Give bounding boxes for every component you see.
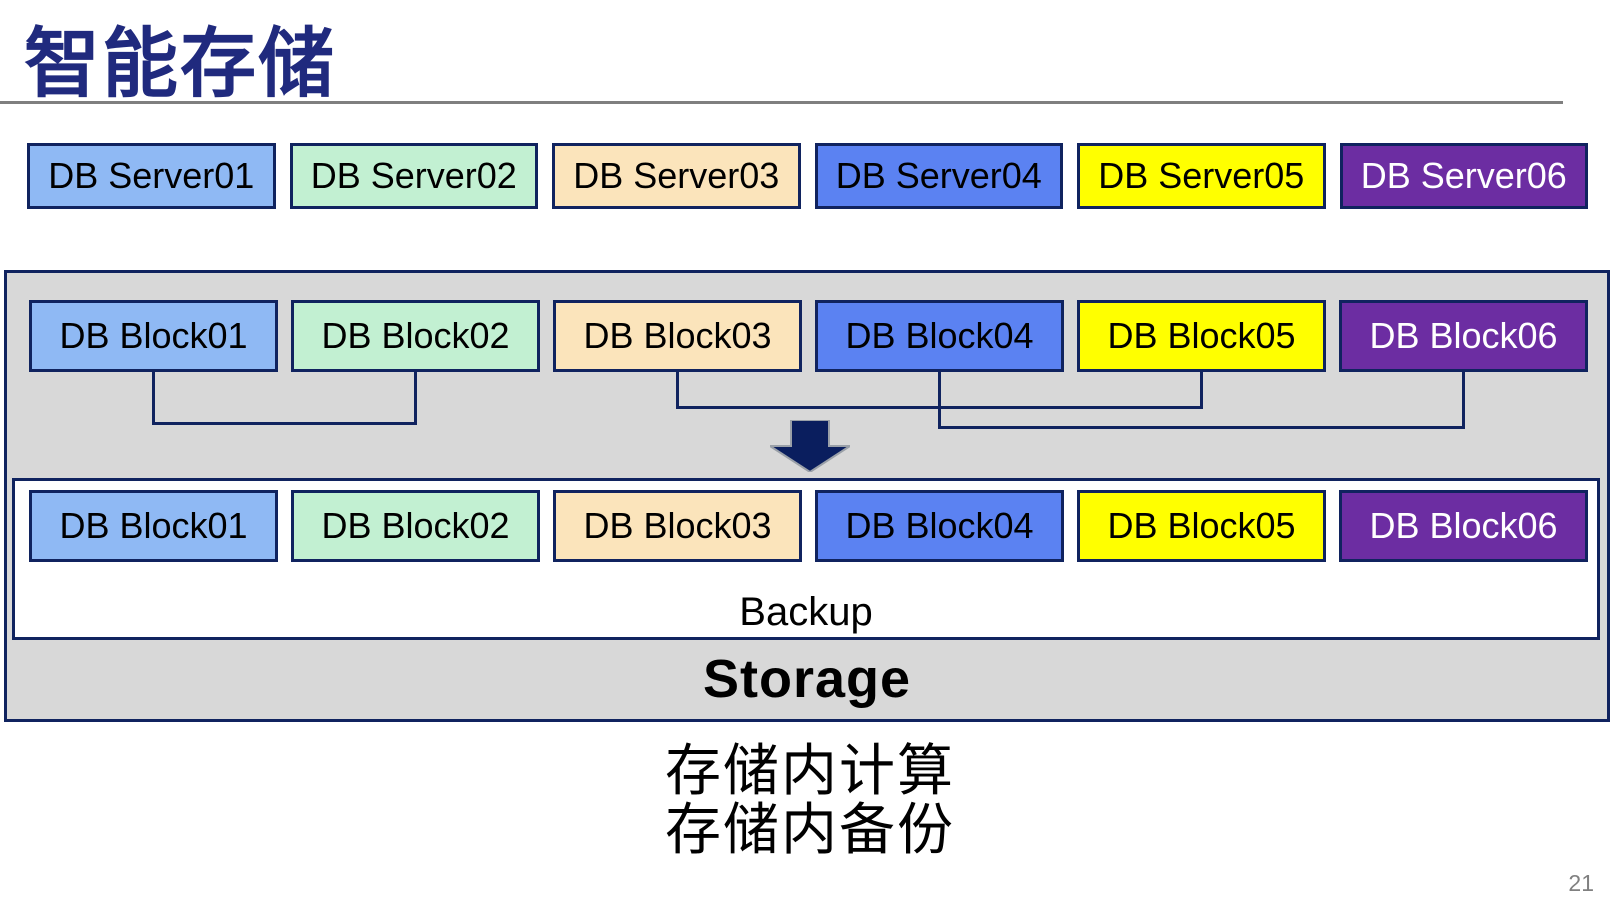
db-block-box: DB Block04 [815,300,1064,372]
caption-line-backup: 存储内备份 [665,797,955,861]
caption-block: 存储内计算 存储内备份 [0,739,1620,861]
block-arrow-down-icon [766,419,854,474]
db-server-box: DB Server05 [1077,143,1326,209]
storage-label: Storage [702,649,912,709]
db-block-backup-box: DB Block05 [1077,490,1326,562]
connector-block01-block02 [152,372,417,425]
db-server-box: DB Server04 [814,143,1063,209]
page-number: 21 [1568,870,1594,896]
db-block-backup-box: DB Block03 [553,490,802,562]
db-block-backup-box: DB Block01 [29,490,278,562]
db-block-box: DB Block03 [553,300,802,372]
connector-block04-block06 [938,372,1465,429]
db-block-box: DB Block01 [29,300,278,372]
db-block-backup-box: DB Block06 [1339,490,1588,562]
backup-label: Backup [739,590,873,634]
db-server-box: DB Server03 [552,143,801,209]
page-title: 智能存储 [24,22,336,107]
db-block-backup-box: DB Block02 [291,490,540,562]
db-block-box: DB Block06 [1339,300,1588,372]
db-server-box: DB Server02 [289,143,538,209]
db-block-box: DB Block05 [1077,300,1326,372]
db-block-box: DB Block02 [291,300,540,372]
db-server-box: DB Server06 [1339,143,1588,209]
db-server-box: DB Server01 [27,143,276,209]
title-divider [0,101,1563,104]
caption-line-compute: 存储内计算 [665,739,955,802]
db-block-backup-box: DB Block04 [815,490,1064,562]
